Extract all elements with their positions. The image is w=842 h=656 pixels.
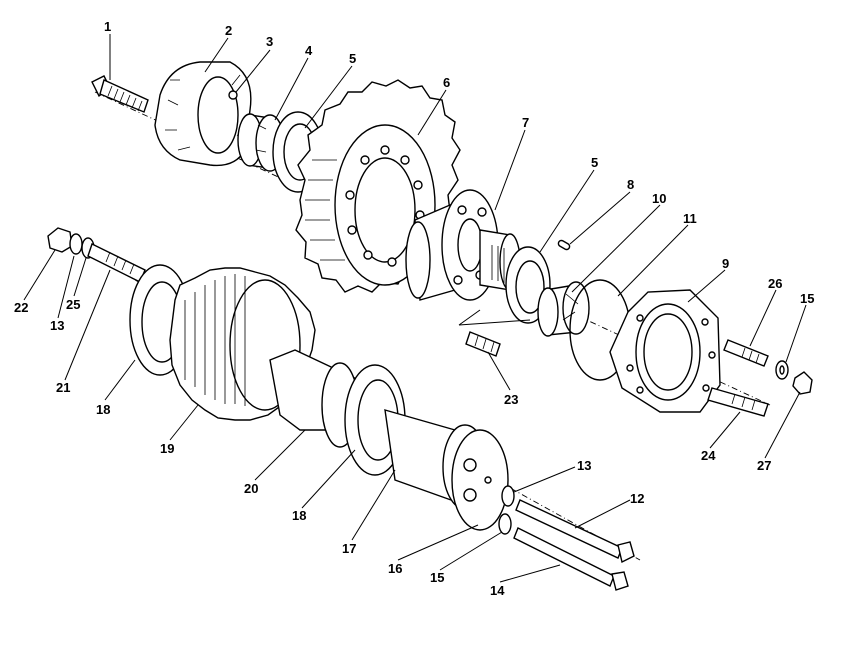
callout-labels: 1 2 3 4 5 6 7 5 8 10 11 9 26 15 22 13 25… [14,19,814,598]
callout-27: 27 [757,458,771,473]
part-24-stud [707,387,769,417]
part-1-bolt [91,75,149,113]
callout-20: 20 [244,481,258,496]
part-2-collar [154,61,252,167]
callout-8: 8 [627,177,634,192]
part-13-washer-left [69,233,83,255]
callout-23: 23 [504,392,518,407]
part-16-end-plate [451,429,509,531]
callout-5: 5 [349,51,356,66]
callout-1: 1 [104,19,111,34]
part-7-hub [405,189,521,301]
leader-lines [23,34,807,583]
callout-18-left: 18 [96,402,110,417]
callout-22: 22 [14,300,28,315]
part-26-stud [723,339,769,367]
part-15-washer-upper [775,360,789,380]
callout-2: 2 [225,23,232,38]
callout-24: 24 [701,448,716,463]
callout-25: 25 [66,297,80,312]
callout-21: 21 [56,380,70,395]
callout-15-lower: 15 [430,570,444,585]
part-8-dowel [557,239,571,251]
callout-5-lower: 5 [591,155,598,170]
part-15-washer-lower [498,513,512,535]
part-14-long-bolt [513,527,629,591]
part-12-long-bolt [515,499,635,564]
callout-9: 9 [722,256,729,271]
callout-12: 12 [630,491,644,506]
callout-19: 19 [160,441,174,456]
part-9-housing [609,289,721,413]
callout-13-left: 13 [50,318,64,333]
callout-13-right: 13 [577,458,591,473]
callout-16: 16 [388,561,402,576]
callout-6: 6 [443,75,450,90]
part-3-pin [228,90,238,100]
callout-17: 17 [342,541,356,556]
callout-15-upper: 15 [800,291,814,306]
part-27-nut [792,371,813,395]
part-22-nut [47,227,73,253]
part-23-setscrew [465,331,501,357]
callout-7: 7 [522,115,529,130]
callout-14: 14 [490,583,505,598]
callout-11: 11 [683,211,697,226]
part-13-washer-right [501,485,515,507]
callout-18-right: 18 [292,508,306,523]
callout-10: 10 [652,191,666,206]
callout-26: 26 [768,276,782,291]
callout-4: 4 [305,43,313,58]
part-21-bolt [87,243,146,283]
callout-3: 3 [266,34,273,49]
